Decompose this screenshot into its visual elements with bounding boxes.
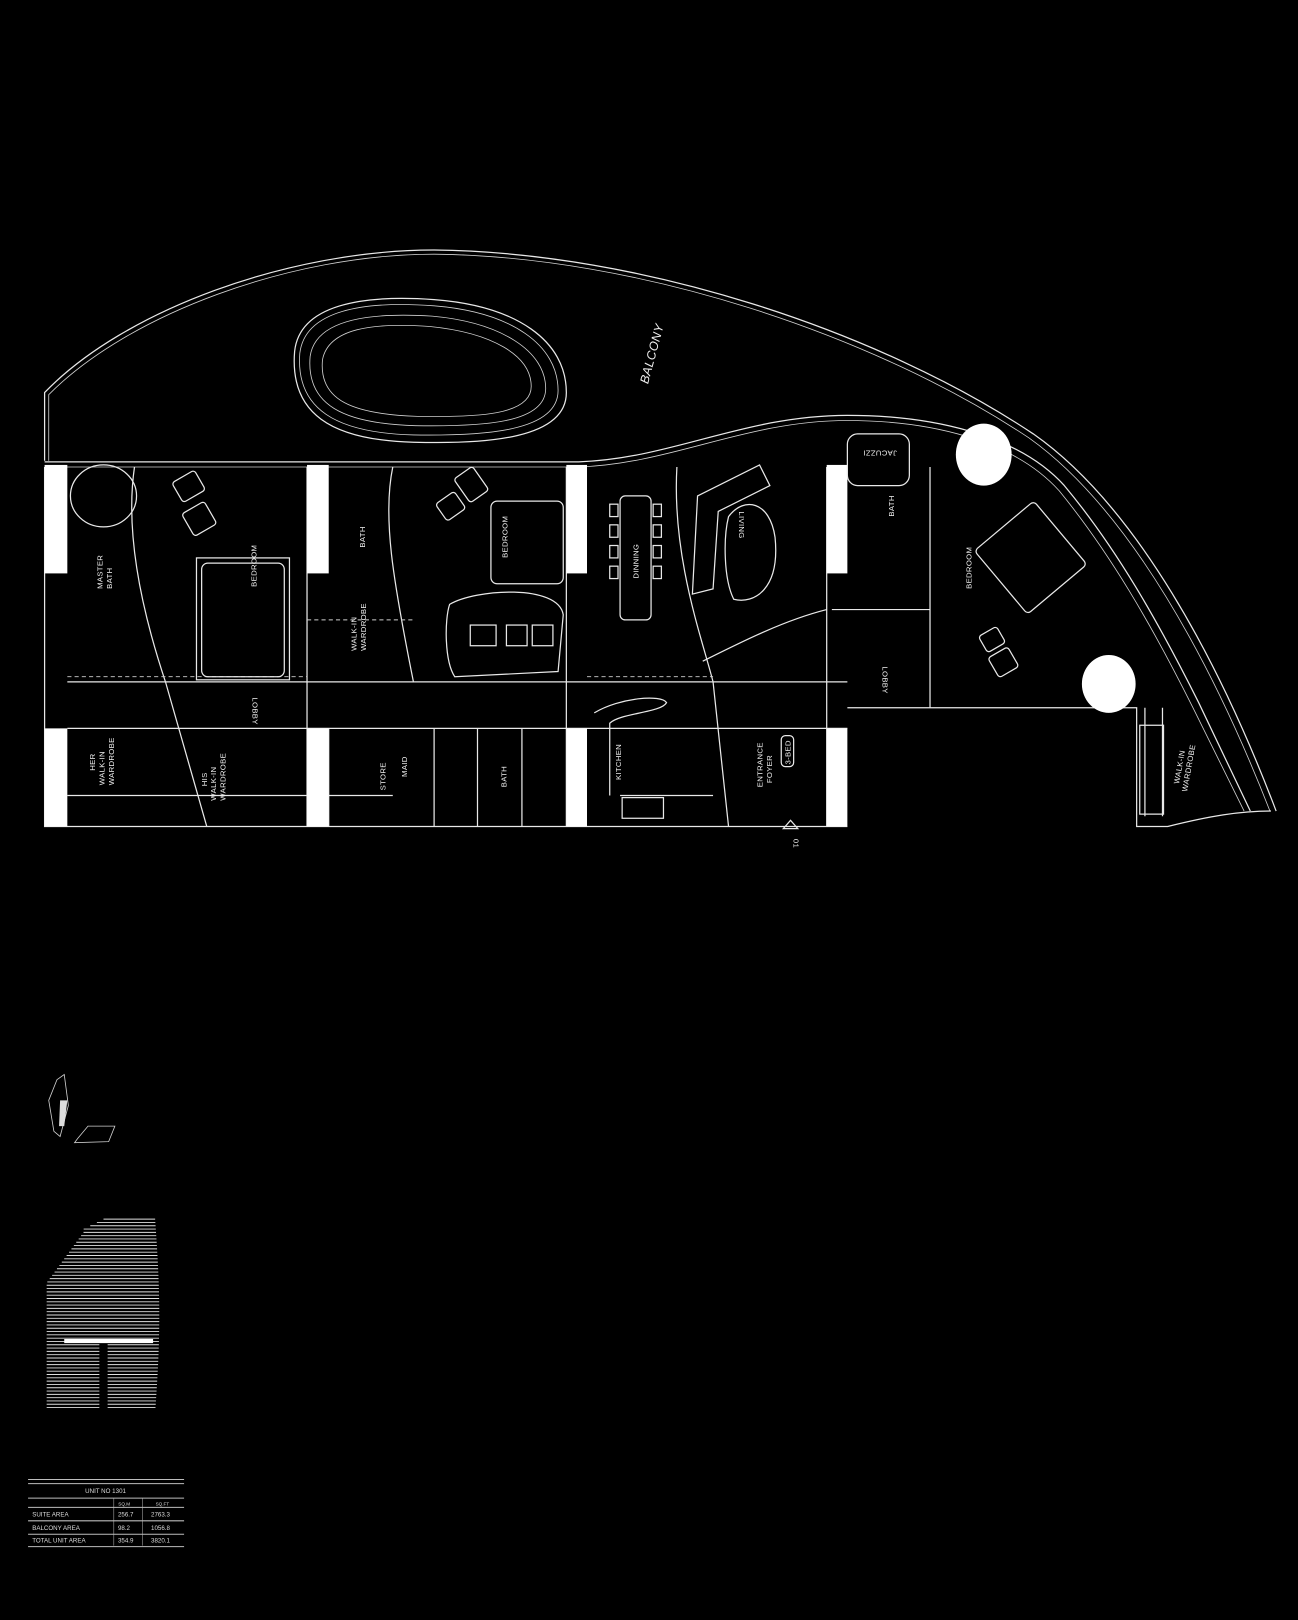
- room-label-bath-3: BATH: [499, 766, 508, 787]
- svg-text:SUITE AREA: SUITE AREA: [32, 1512, 69, 1519]
- balcony-label: BALCONY: [637, 322, 667, 385]
- room-label-her-walkin: HERWALK-INWARDROBE: [88, 737, 116, 785]
- unit-type-label: 3-BED: [784, 740, 793, 764]
- tower-highlight-floor: [64, 1338, 154, 1344]
- table-row: BALCONY AREA 98.2 1056.8: [32, 1525, 170, 1532]
- room-label-dining: DINNING: [632, 544, 641, 579]
- room-label-bedroom-3: BEDROOM: [964, 547, 973, 589]
- column-header-sqm: SQ.M: [118, 1501, 130, 1506]
- unit-type-badge: [780, 734, 795, 768]
- svg-text:TOTAL UNIT AREA: TOTAL UNIT AREA: [32, 1538, 86, 1545]
- room-labels: MASTERBATH BEDROOM BATH WALK-INWARDROBE …: [88, 448, 1197, 848]
- building-walls: [43, 466, 1271, 828]
- room-label-bath-2: BATH: [887, 495, 896, 516]
- pool: [293, 297, 567, 444]
- room-label-walkin-1: WALK-INWARDROBE: [350, 603, 368, 651]
- svg-text:1056.8: 1056.8: [151, 1525, 170, 1532]
- room-label-store: STORE: [379, 762, 388, 790]
- room-label-kitchen: KITCHEN: [614, 744, 623, 780]
- room-label-living: LIVING: [737, 511, 746, 538]
- table-title: UNIT NO 1301: [85, 1488, 126, 1495]
- tower-gap: [99, 1338, 108, 1414]
- svg-text:2763.3: 2763.3: [151, 1512, 170, 1519]
- key-plan-icon: [48, 1073, 116, 1144]
- room-label-jacuzzi: JACUZZI: [863, 448, 897, 457]
- room-label-bedroom-2: BEDROOM: [500, 516, 509, 558]
- room-label-his-walkin: HISWALK-INWARDROBE: [200, 753, 228, 801]
- svg-text:BALCONY AREA: BALCONY AREA: [32, 1525, 81, 1532]
- room-label-maid: MAID: [400, 756, 409, 777]
- table-row: TOTAL UNIT AREA 354.9 3820.1: [32, 1538, 170, 1545]
- entry-marker-label: 01: [792, 839, 801, 848]
- room-label-lobby-1: LOBBY: [250, 697, 259, 724]
- room-label-entrance-foyer: ENTRANCEFOYER: [756, 742, 774, 787]
- area-table: UNIT NO 1301 SQ.M SQ.FT SUITE AREA 256.7…: [28, 1478, 185, 1548]
- svg-text:354.9: 354.9: [118, 1538, 134, 1545]
- wall-columns: [44, 423, 1136, 827]
- room-label-master-bath: MASTERBATH: [95, 555, 113, 589]
- furniture: [69, 433, 1165, 830]
- room-label-bedroom-1: BEDROOM: [249, 545, 258, 587]
- room-label-bath-1: BATH: [358, 526, 367, 547]
- svg-text:256.7: 256.7: [118, 1512, 134, 1519]
- svg-text:98.2: 98.2: [118, 1525, 131, 1532]
- table-row: SUITE AREA 256.7 2763.3: [32, 1512, 170, 1519]
- column-header-sqft: SQ.FT: [156, 1501, 170, 1506]
- svg-text:3820.1: 3820.1: [151, 1538, 170, 1545]
- room-label-walkin-2: WALK-INWARDROBE: [1171, 742, 1197, 792]
- tower-elevation-icon: [46, 1218, 160, 1414]
- room-label-lobby-2: LOBBY: [880, 666, 889, 693]
